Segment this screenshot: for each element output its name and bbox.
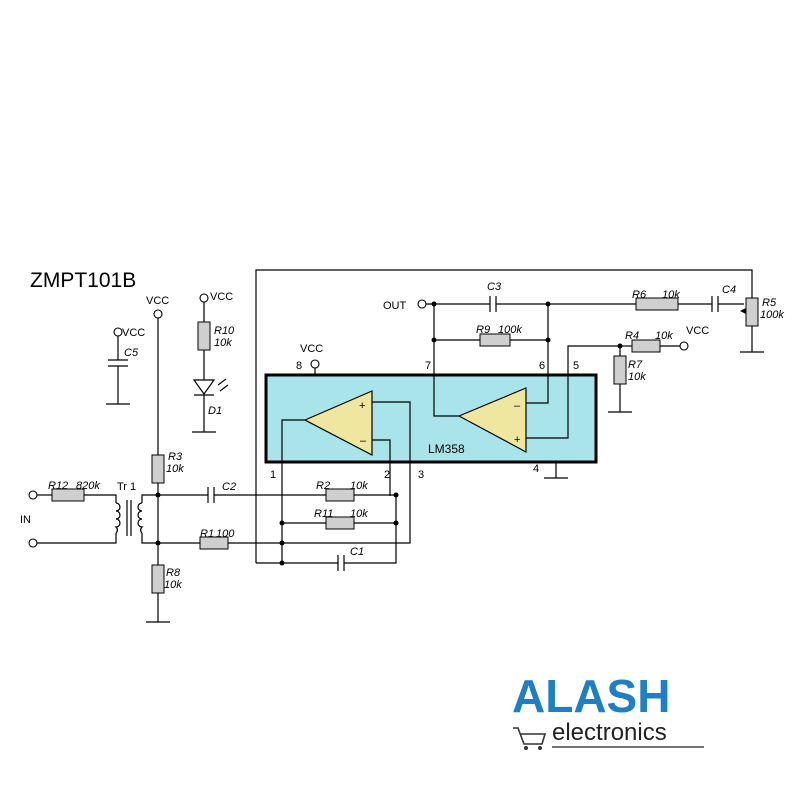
wire-in-bottom: [37, 533, 117, 544]
r5-value: 100k: [760, 309, 784, 321]
vcc-label-r3: VCC: [146, 295, 169, 307]
r2-value: 10k: [350, 480, 368, 492]
r10-name: R10: [214, 325, 235, 337]
led-d1: [192, 379, 216, 396]
pin-7: 7: [425, 360, 431, 372]
junction: [545, 301, 551, 307]
r1-value: 100: [216, 528, 235, 540]
wire-r12-tr: [84, 494, 117, 503]
resistor-r7: [613, 355, 627, 385]
opamp-2: [457, 387, 527, 454]
opamp-2-plus: +: [514, 434, 520, 446]
logo-sub: electronics: [552, 719, 667, 746]
pin-6: 6: [539, 360, 545, 372]
wire-op1-out-pin1: [281, 419, 305, 563]
r8-name: R8: [166, 567, 181, 579]
junction: [279, 560, 285, 566]
resistor-r10: [197, 321, 211, 351]
r4-name: R4: [625, 330, 639, 342]
logo-brand: ALASH: [512, 670, 670, 722]
r3-name: R3: [168, 451, 183, 463]
wire-top-loop: [255, 269, 753, 563]
ic-label: LM358: [428, 442, 465, 456]
r12-name: R12: [48, 480, 68, 492]
transformer-secondary-coil: [137, 502, 144, 534]
d1-label: D1: [208, 405, 222, 417]
wire-op2-plus-pin5: [526, 345, 620, 439]
led-emission-arrow-2: [219, 384, 229, 392]
pin-4: 4: [533, 463, 539, 475]
transformer-label: Tr 1: [117, 481, 136, 493]
led-emission-arrow-1: [217, 378, 227, 386]
r9-name: R9: [476, 324, 490, 336]
r10-value: 10k: [214, 337, 232, 349]
wire-tr-top: [141, 494, 158, 503]
schematic-title: ZMPT101B: [30, 269, 136, 292]
resistor-r8: [151, 564, 165, 594]
c2-label: C2: [222, 481, 236, 493]
c3-label: C3: [487, 281, 502, 293]
resistor-r3: [151, 454, 165, 484]
r6-name: R6: [632, 289, 647, 301]
r3-value: 10k: [166, 463, 184, 475]
wire-c1-right: [344, 523, 397, 564]
c5-label: C5: [124, 347, 139, 359]
potentiometer-r5: [745, 297, 759, 327]
wire-tr-bottom: [141, 533, 158, 544]
pin-8: 8: [296, 360, 302, 372]
out-label: OUT: [383, 300, 407, 312]
junction: [545, 337, 551, 343]
opamp-1: [303, 390, 373, 456]
c1-label: C1: [350, 546, 364, 558]
r7-value: 10k: [628, 371, 646, 383]
junction: [431, 337, 437, 343]
c4-label: C4: [722, 284, 736, 296]
transformer-primary-coil: [114, 502, 121, 534]
vcc-label-c5: VCC: [122, 327, 145, 339]
vcc-terminal-pin8: [310, 359, 320, 369]
junction: [431, 301, 437, 307]
r4-value: 10k: [655, 330, 673, 342]
opamp-1-plus: +: [359, 400, 365, 412]
r1-name: R1: [200, 528, 214, 540]
r5-name: R5: [762, 297, 777, 309]
r6-value: 10k: [662, 289, 680, 301]
vcc-terminal-r4: [679, 341, 689, 351]
shopping-cart-icon: [513, 727, 547, 750]
junction: [279, 520, 285, 526]
opamp-2-minus: –: [514, 400, 521, 412]
r2-name: R2: [316, 480, 330, 492]
junction: [279, 540, 285, 546]
wire-op1-minus-to-pin2: [372, 439, 391, 496]
out-terminal: [417, 299, 427, 309]
r8-value: 10k: [164, 579, 182, 591]
r5-wiper-arrow: [740, 308, 746, 314]
alash-logo: ALASH electronics: [512, 670, 704, 750]
r11-name: R11: [314, 508, 333, 520]
vcc-terminal-c5: [113, 327, 123, 337]
opamp-1-minus: –: [360, 435, 367, 447]
input-terminal-top: [28, 490, 38, 500]
pin-5: 5: [573, 360, 579, 372]
wire-op2-minus-pin6: [526, 304, 549, 404]
vcc-terminal-r3: [153, 309, 163, 319]
vcc-terminal-r10: [199, 293, 209, 303]
in-label: IN: [20, 514, 31, 526]
input-terminal-bottom: [28, 538, 38, 548]
pin-2: 2: [384, 469, 390, 481]
wire-op1-plus-to-pin3: [282, 401, 411, 544]
vcc-label-pin8: VCC: [300, 343, 323, 355]
r11-value: 10k: [350, 508, 368, 520]
vcc-label-r4: VCC: [686, 325, 709, 337]
pin-3: 3: [418, 469, 424, 481]
r12-value: 820k: [76, 480, 100, 492]
vcc-label-r10: VCC: [210, 291, 233, 303]
pin-1: 1: [270, 469, 276, 481]
r7-name: R7: [628, 359, 643, 371]
r9-value: 100k: [498, 324, 522, 336]
